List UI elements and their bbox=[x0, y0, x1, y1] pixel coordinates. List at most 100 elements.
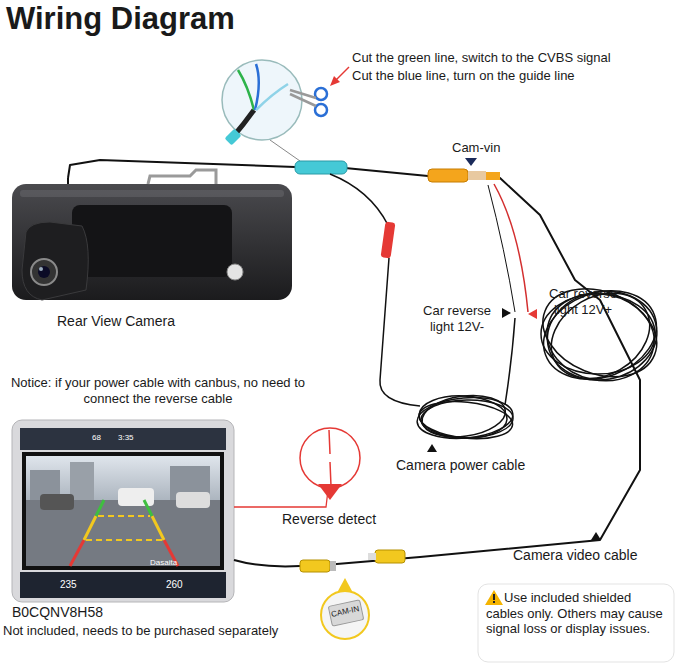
cam-in-callout bbox=[321, 578, 369, 639]
warning-box bbox=[493, 594, 495, 600]
head-unit bbox=[144, 500, 152, 516]
annotation-label: 3:35 bbox=[118, 433, 134, 443]
camera-lens bbox=[22, 222, 88, 300]
head-unit bbox=[118, 488, 154, 506]
head-unit bbox=[234, 490, 328, 507]
tailgate-handle bbox=[227, 264, 243, 280]
head-unit bbox=[368, 553, 376, 560]
head-unit bbox=[152, 516, 164, 540]
node-text: Rear View Camera bbox=[57, 313, 175, 330]
annotation-label: 68 bbox=[92, 433, 101, 443]
annotation-label: Cut the green line, switch to the CVBS s… bbox=[352, 50, 611, 66]
cut-wire-callout bbox=[225, 129, 242, 146]
power-wire bbox=[330, 174, 537, 452]
tailgate-handle bbox=[148, 170, 216, 184]
camera-lens bbox=[39, 267, 43, 271]
cam-in-callout bbox=[328, 600, 363, 626]
head-unit bbox=[375, 550, 405, 563]
cut-wire-callout bbox=[256, 84, 288, 110]
tailgate-handle bbox=[20, 190, 284, 197]
node-text: Use included shielded cables only. Other… bbox=[486, 590, 668, 637]
head-unit bbox=[84, 516, 96, 540]
cut-wire-callout bbox=[222, 60, 302, 140]
cam-in-callout bbox=[338, 578, 352, 591]
reverse-callout bbox=[329, 430, 331, 486]
cut-wire-callout bbox=[222, 60, 349, 161]
power-wire bbox=[380, 258, 420, 406]
head-unit bbox=[12, 420, 405, 602]
tailgate-handle bbox=[12, 170, 292, 300]
connector bbox=[486, 172, 500, 180]
power-wire bbox=[330, 174, 388, 225]
camera-lens bbox=[67, 178, 69, 184]
warning-box bbox=[478, 584, 674, 662]
power-wire bbox=[419, 391, 508, 442]
cam-in-callout bbox=[321, 591, 369, 639]
reverse-callout bbox=[300, 428, 360, 500]
head-unit bbox=[70, 540, 84, 566]
tailgate-handle bbox=[72, 205, 232, 277]
cut-wire-callout bbox=[255, 64, 259, 110]
head-unit bbox=[20, 428, 226, 450]
power-wire bbox=[494, 184, 528, 312]
annotation-label: Cam-vin bbox=[452, 140, 500, 156]
cut-wire-callout bbox=[290, 94, 316, 106]
component-node: Rear View Camera bbox=[8, 178, 298, 338]
head-unit bbox=[330, 561, 336, 571]
cut-wire-callout bbox=[336, 67, 349, 80]
annotation-label: 260 bbox=[166, 579, 183, 591]
power-wire bbox=[488, 185, 515, 312]
connector bbox=[465, 158, 477, 166]
tailgate-handle bbox=[12, 184, 292, 300]
warning-box bbox=[478, 584, 674, 662]
warning-box bbox=[485, 590, 503, 605]
power-wire bbox=[502, 308, 511, 318]
head-unit bbox=[22, 452, 224, 570]
camera-lens bbox=[22, 178, 88, 300]
annotation-label: Car reverse light 12V+ bbox=[538, 286, 628, 317]
reverse-callout bbox=[318, 484, 342, 500]
camera-lens bbox=[31, 259, 57, 285]
cut-wire-callout bbox=[315, 88, 327, 100]
connector bbox=[468, 171, 486, 180]
component-node: Use included shielded cables only. Other… bbox=[478, 584, 674, 662]
head-unit bbox=[86, 516, 162, 540]
power-wire bbox=[381, 221, 396, 258]
camera-lens bbox=[38, 266, 50, 278]
annotation-label: Cut the blue line, turn on the guide lin… bbox=[352, 68, 575, 84]
connector bbox=[428, 169, 468, 182]
node-text: B0CQNV8H58 bbox=[12, 604, 103, 621]
head-unit bbox=[20, 572, 226, 598]
cut-wire-callout bbox=[315, 104, 327, 116]
video-cable-coil bbox=[539, 284, 663, 391]
component-node: B0CQNV8H58Not included, needs to be purc… bbox=[3, 418, 313, 663]
power-wire bbox=[528, 309, 537, 319]
warning-box bbox=[493, 601, 495, 603]
power-wire bbox=[505, 318, 515, 405]
head-unit bbox=[70, 462, 94, 502]
head-unit bbox=[40, 494, 74, 510]
power-wire bbox=[427, 444, 437, 452]
cut-wire-callout bbox=[330, 76, 340, 86]
head-unit bbox=[300, 560, 330, 572]
annotation-label: Car reverse light 12V- bbox=[412, 303, 502, 334]
diagram-title: Wiring Diagram bbox=[6, 0, 235, 37]
annotation-label: Camera video cable bbox=[513, 547, 638, 564]
connector bbox=[295, 161, 347, 174]
head-unit bbox=[176, 492, 210, 508]
head-unit bbox=[234, 560, 300, 566]
annotation-label: Notice: if your power cable with canbus,… bbox=[8, 375, 308, 406]
node-text: Not included, needs to be purchased sepa… bbox=[3, 623, 315, 639]
cut-wire-callout bbox=[238, 70, 254, 110]
reverse-callout bbox=[300, 428, 360, 488]
annotation-label: Camera power cable bbox=[396, 457, 525, 474]
cut-wire-callout bbox=[270, 140, 300, 161]
annotation-label: Reverse detect bbox=[282, 511, 376, 528]
head-unit bbox=[12, 420, 234, 602]
video-cable-coil bbox=[536, 276, 665, 396]
video-cable-coil bbox=[530, 273, 670, 540]
video-cable-coil bbox=[591, 532, 601, 540]
annotation-label: 235 bbox=[60, 579, 77, 591]
